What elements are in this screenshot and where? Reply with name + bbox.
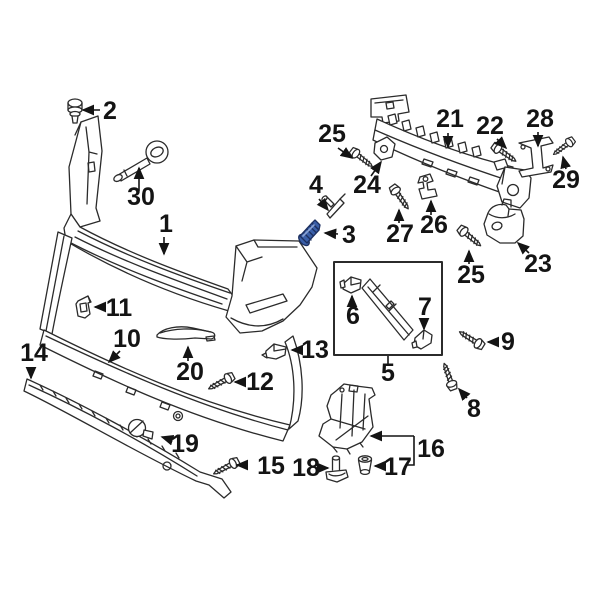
- callout-label-19: 19: [171, 430, 199, 458]
- part-bracket-rail: [361, 278, 414, 341]
- callout-label-2: 2: [103, 97, 117, 125]
- callout-label-6: 6: [346, 302, 360, 330]
- bolt-12: [205, 370, 237, 395]
- bolt-25-right: [455, 223, 485, 251]
- leader-3: [323, 228, 339, 240]
- leader-19: [160, 435, 175, 446]
- leader-22: [494, 136, 508, 150]
- callout-label-23: 23: [524, 250, 552, 278]
- callout-label-16: 16: [417, 435, 445, 463]
- bolt-15: [210, 455, 242, 480]
- callout-label-24: 24: [353, 171, 381, 199]
- bolt-25-left: [347, 145, 376, 171]
- callout-label-21: 21: [436, 105, 464, 133]
- bolt-8: [438, 360, 460, 393]
- part-clip-11: [75, 295, 92, 319]
- diagram-art: [23, 94, 577, 499]
- part-rear-bumper-cover: [63, 115, 318, 334]
- callout-label-3: 3: [342, 221, 356, 249]
- part-guide-pin: [321, 193, 346, 219]
- leader-23: [516, 241, 530, 255]
- callout-label-10: 10: [113, 325, 141, 353]
- callout-label-26: 26: [420, 211, 448, 239]
- leader-25-left: [337, 147, 354, 159]
- leader-16-bracket: [407, 436, 415, 466]
- bolt-9: [456, 326, 487, 352]
- leader-10: [107, 350, 121, 364]
- part-box-5: [333, 261, 443, 356]
- part-push-pin: [325, 455, 349, 483]
- callout-label-17: 17: [384, 453, 412, 481]
- bolt-27: [387, 182, 414, 213]
- callout-label-15: 15: [257, 452, 285, 480]
- part-side-support: [483, 198, 525, 244]
- callout-label-8: 8: [467, 395, 481, 423]
- part-highlighted-screw-grommet: [298, 219, 321, 247]
- part-grommet: [357, 455, 373, 476]
- part-tow-hook: [113, 140, 169, 183]
- callout-label-11: 11: [106, 294, 133, 322]
- part-lower-trim: [156, 326, 216, 342]
- callout-label-9: 9: [501, 328, 515, 356]
- callout-label-18: 18: [292, 454, 320, 482]
- callout-label-14: 14: [20, 339, 48, 367]
- callout-label-7: 7: [418, 293, 432, 321]
- part-side-bracket-left: [373, 136, 396, 161]
- callout-label-4: 4: [309, 171, 323, 199]
- callout-label-13: 13: [301, 336, 329, 364]
- leader-8: [457, 387, 471, 401]
- callout-label-12: 12: [246, 368, 274, 396]
- leader-24: [370, 160, 382, 177]
- callout-label-5: 5: [381, 359, 395, 387]
- part-clip-13: [261, 343, 287, 360]
- part-bumper-lower-cover: [39, 231, 303, 442]
- part-small-bracket: [417, 173, 438, 200]
- callout-label-20: 20: [176, 358, 204, 386]
- callout-label-25-left: 25: [318, 120, 346, 148]
- callout-label-30: 30: [127, 183, 155, 211]
- leader-29: [560, 155, 571, 170]
- callout-label-28: 28: [526, 105, 554, 133]
- part-clip-6: [339, 276, 362, 294]
- part-hole-plug: [127, 418, 154, 440]
- part-lower-valance-strip: [23, 378, 232, 499]
- part-splash-guard: [318, 383, 376, 455]
- callout-label-29: 29: [552, 166, 580, 194]
- part-flat-plate-bracket: [518, 136, 554, 178]
- callout-label-22: 22: [476, 112, 504, 140]
- callout-labels: 1 2 3 4 5 6 7 8 9 10 11 12 13 14 15 16 1…: [20, 97, 580, 482]
- bolt-29: [550, 134, 577, 159]
- leader-4: [316, 197, 330, 212]
- callout-label-25-right: 25: [457, 261, 485, 289]
- part-push-clip: [67, 98, 83, 124]
- callout-label-27: 27: [386, 220, 414, 248]
- part-clip-7: [411, 329, 433, 350]
- callout-label-1: 1: [159, 210, 173, 238]
- leader-lines: [25, 104, 571, 474]
